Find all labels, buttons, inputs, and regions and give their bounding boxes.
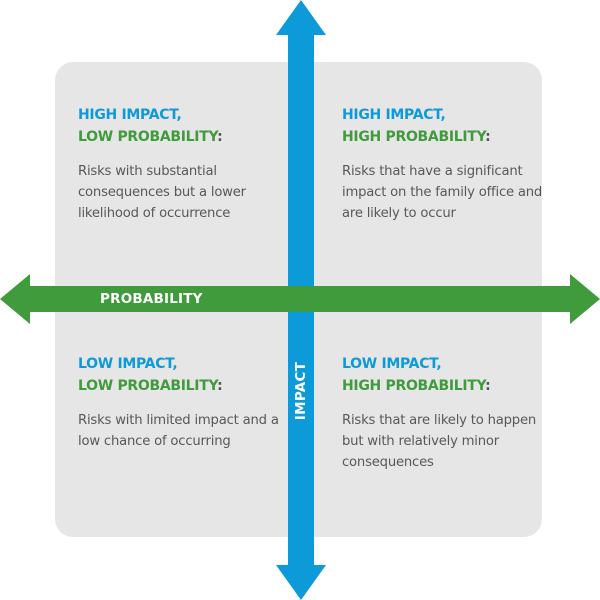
probability-axis-label: PROBABILITY [100,291,203,307]
quadrant-high-impact-low-probability: HIGH IMPACT, LOW PROBABILITY: Risks with… [78,104,288,224]
quadrant-probability-heading: LOW PROBABILITY [78,378,218,394]
heading-colon: : [217,129,223,145]
quadrant-low-impact-high-probability: LOW IMPACT, HIGH PROBABILITY: Risks that… [342,353,552,473]
quadrant-description: Risks with substantial consequences but … [78,164,246,221]
quadrant-description: Risks with limited impact and a low chan… [78,413,279,449]
quadrant-probability-heading: LOW PROBABILITY [78,129,218,145]
quadrant-impact-heading: LOW IMPACT, [342,356,442,372]
heading-colon: : [217,378,223,394]
quadrant-description: Risks that are likely to happen but with… [342,413,537,470]
quadrant-impact-heading: HIGH IMPACT, [78,107,182,123]
quadrant-impact-heading: HIGH IMPACT, [342,107,446,123]
quadrant-high-impact-high-probability: HIGH IMPACT, HIGH PROBABILITY: Risks tha… [342,104,552,224]
heading-colon: : [485,129,491,145]
probability-axis-arrow [0,274,600,324]
impact-axis-label: IMPACT [293,361,309,421]
quadrant-probability-heading: HIGH PROBABILITY [342,129,486,145]
quadrant-impact-heading: LOW IMPACT, [78,356,178,372]
heading-colon: : [485,378,491,394]
quadrant-description: Risks that have a significant impact on … [342,164,543,221]
quadrant-probability-heading: HIGH PROBABILITY [342,378,486,394]
quadrant-low-impact-low-probability: LOW IMPACT, LOW PROBABILITY: Risks with … [78,353,288,452]
